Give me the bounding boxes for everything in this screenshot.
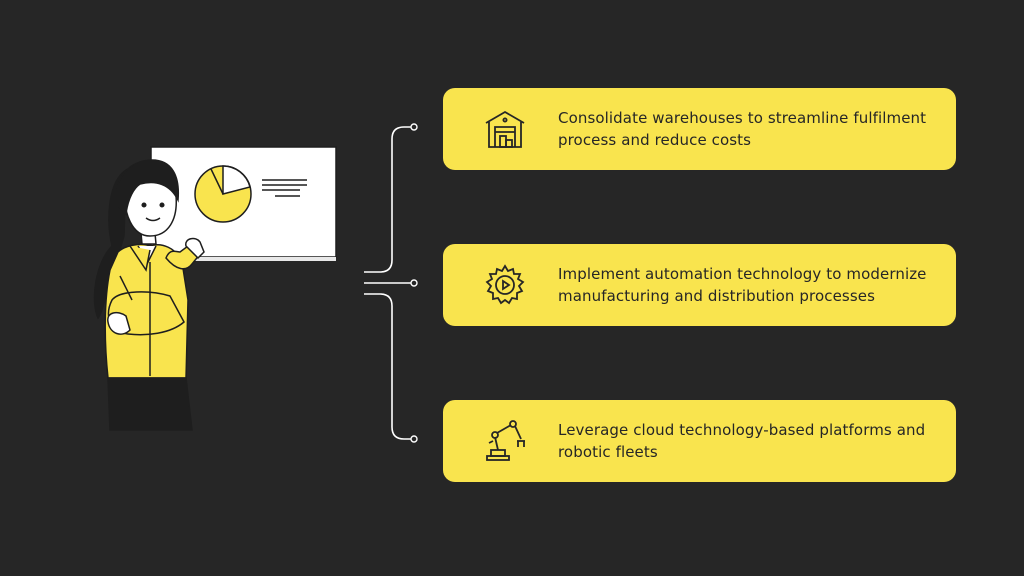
card-text: Leverage cloud technology-based platform… (558, 421, 926, 461)
bracket-connector (364, 126, 414, 440)
pie-chart-icon (194, 165, 252, 223)
card-text: Consolidate warehouses to streamline ful… (558, 109, 927, 149)
warehouse-icon (485, 110, 525, 148)
strategy-card-warehouses: Consolidate warehouses to streamline ful… (443, 88, 956, 170)
automation-gear-icon (485, 264, 525, 305)
robotic-arm-icon (486, 420, 525, 461)
strategy-card-automation: Implement automation technology to moder… (443, 244, 956, 326)
connector-dots (410, 123, 418, 443)
card-text: Implement automation technology to moder… (558, 265, 927, 305)
strategy-card-cloud-robotics: Leverage cloud technology-based platform… (443, 400, 956, 482)
text-lines-icon (262, 179, 307, 197)
woman-figure (93, 159, 205, 431)
